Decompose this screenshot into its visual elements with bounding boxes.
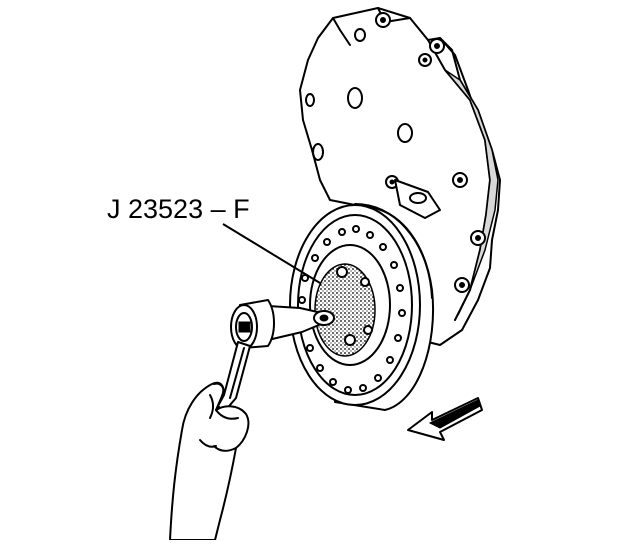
crankshaft-balancer	[289, 203, 434, 411]
cover-bolt	[452, 172, 468, 188]
cover-bolt	[418, 53, 432, 67]
balancer-rim-holes	[298, 225, 406, 394]
cover-bolt	[454, 277, 470, 293]
cover-bolt	[429, 38, 445, 54]
balancer-installer-tool	[230, 299, 335, 350]
engine-front-cover	[299, 7, 501, 346]
callout-leader-line	[222, 223, 321, 284]
ratchet-wrench	[217, 341, 251, 413]
cover-bolt	[375, 12, 391, 28]
direction-arrow	[407, 397, 483, 441]
cover-bolt	[470, 230, 486, 246]
tool-callout-label: J 23523 – F	[107, 194, 250, 224]
technician-hand	[169, 381, 250, 541]
